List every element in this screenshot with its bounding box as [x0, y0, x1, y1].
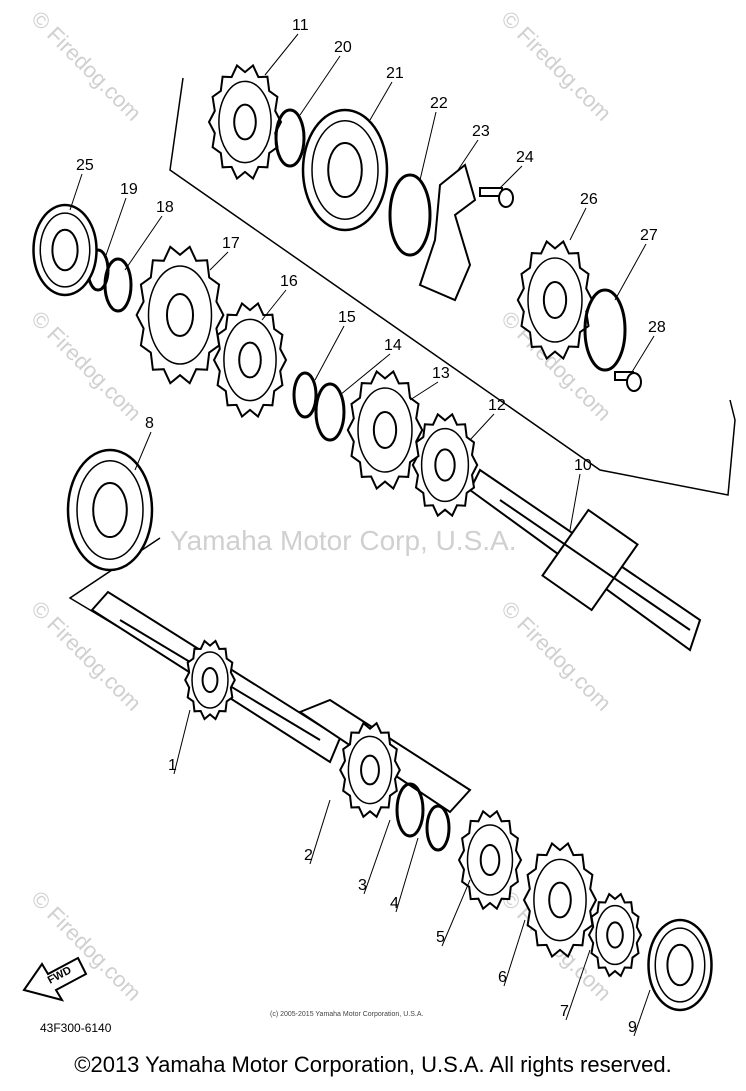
part-7	[587, 892, 643, 978]
part-number-21: 21	[386, 65, 404, 82]
leader-line-4	[395, 837, 419, 913]
part-6	[522, 841, 598, 959]
part-21	[301, 108, 389, 232]
part-1	[184, 639, 236, 721]
part-27	[583, 288, 627, 372]
part-17	[135, 245, 225, 385]
main-shaft	[90, 590, 472, 814]
part-24	[479, 187, 514, 208]
leader-line-8	[134, 431, 152, 471]
firedog-watermark: © Firedog.com	[26, 306, 146, 426]
center-watermark: Yamaha Motor Corp, U.S.A.	[170, 525, 517, 556]
part-number-24: 24	[516, 149, 534, 166]
part-number-19: 19	[120, 181, 138, 198]
firedog-watermark: © Firedog.com	[496, 596, 616, 716]
part-number-13: 13	[432, 365, 450, 382]
part-number-8: 8	[145, 415, 154, 432]
leader-line-20	[299, 55, 341, 116]
leader-line-5	[441, 879, 471, 947]
firedog-watermark: © Firedog.com	[496, 6, 616, 126]
leader-line-12	[469, 413, 495, 441]
leader-line-9	[633, 989, 651, 1037]
leader-line-7	[565, 949, 591, 1021]
part-number-12: 12	[488, 397, 506, 414]
part-number-11: 11	[292, 17, 309, 34]
part-25	[32, 203, 98, 297]
firedog-watermark: © Firedog.com	[26, 6, 146, 126]
leader-line-26	[569, 207, 587, 241]
part-22	[388, 173, 432, 257]
part-number-23: 23	[472, 123, 490, 140]
part-4	[425, 804, 451, 852]
part-number-4: 4	[390, 895, 399, 912]
part-number-1: 1	[168, 757, 177, 774]
leader-line-17	[209, 251, 229, 271]
part-11	[207, 63, 283, 181]
part-number-9: 9	[628, 1019, 637, 1036]
part-8	[66, 448, 154, 572]
leader-line-22	[419, 111, 437, 181]
part-13	[346, 369, 424, 491]
leader-line-1	[173, 709, 191, 775]
part-number-27: 27	[640, 227, 658, 244]
part-number-28: 28	[648, 319, 666, 336]
part-number-17: 17	[222, 235, 240, 252]
part-number-26: 26	[580, 191, 598, 208]
leader-line-13	[409, 381, 439, 401]
part-12	[411, 412, 479, 518]
part-28	[614, 371, 642, 392]
small-copyright: (c) 2005-2015 Yamaha Motor Corporation, …	[270, 1011, 423, 1018]
footer-copyright: ©2013 Yamaha Motor Corporation, U.S.A. A…	[74, 1052, 672, 1077]
part-number-7: 7	[560, 1003, 569, 1020]
part-15	[292, 371, 318, 419]
part-16	[212, 301, 288, 419]
leader-line-24	[499, 165, 523, 189]
fwd-arrow: FWD	[22, 956, 88, 1002]
part-number-18: 18	[156, 199, 174, 216]
part-number-16: 16	[280, 273, 298, 290]
diagram-code: 43F300-6140	[40, 1021, 112, 1035]
part-number-5: 5	[436, 929, 445, 946]
drive-axle	[468, 468, 702, 652]
leader-line-16	[261, 289, 287, 321]
part-2	[339, 721, 401, 819]
leader-line-14	[339, 353, 391, 396]
part-number-22: 22	[430, 95, 448, 112]
leader-line-2	[309, 799, 331, 865]
part-9	[647, 918, 713, 1012]
part-5	[457, 809, 523, 911]
leader-line-23	[457, 139, 479, 171]
leader-line-21	[369, 81, 393, 121]
leader-line-28	[631, 335, 655, 373]
leader-line-11	[264, 33, 299, 76]
part-number-6: 6	[498, 969, 507, 986]
part-23	[418, 163, 477, 302]
part-number-20: 20	[334, 39, 352, 56]
part-number-15: 15	[338, 309, 356, 326]
part-26	[516, 239, 594, 361]
part-number-3: 3	[358, 877, 367, 894]
leader-line-15	[314, 325, 345, 381]
leader-line-6	[503, 919, 526, 987]
part-number-14: 14	[384, 337, 402, 354]
part-20	[274, 108, 306, 168]
part-number-25: 25	[76, 157, 94, 174]
leader-line-10	[569, 473, 581, 531]
leader-line-25	[69, 173, 83, 211]
part-number-10: 10	[574, 457, 592, 474]
subassembly-outline	[169, 77, 736, 496]
leader-line-19	[104, 197, 127, 259]
leader-line-27	[614, 243, 647, 301]
leader-line-3	[363, 819, 391, 895]
leader-line-18	[124, 215, 163, 271]
part-14	[314, 382, 346, 442]
part-number-2: 2	[304, 847, 313, 864]
part-3	[395, 782, 425, 838]
